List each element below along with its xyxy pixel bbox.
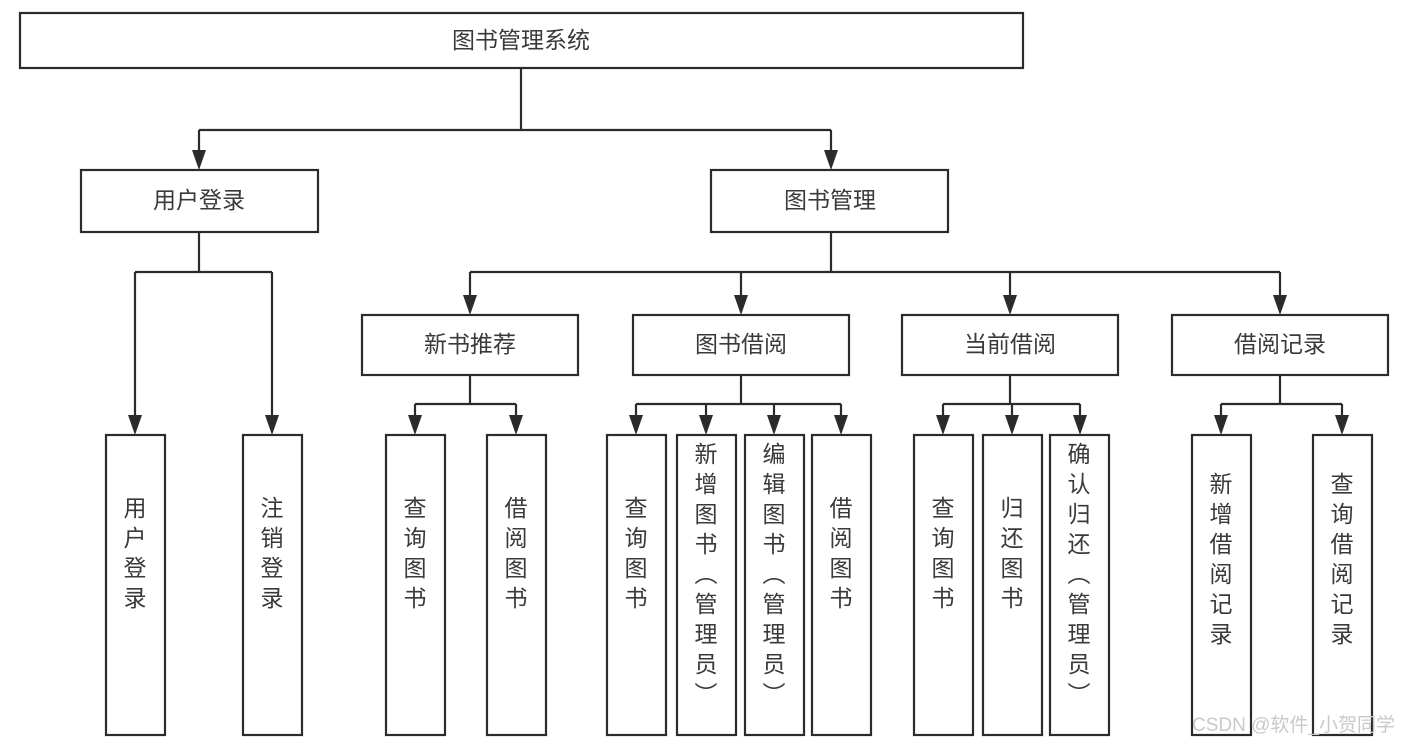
arrowhead-new-book-recommend xyxy=(463,295,477,315)
node-leaf-query-book-rec-label: 查询图书 xyxy=(404,495,427,611)
node-leaf-confirm-return-admin-box[interactable] xyxy=(1048,433,1111,737)
node-leaf-query-borrow-record[interactable]: 查询借阅记录 xyxy=(1311,433,1374,737)
node-leaf-borrow-book-rec-label: 借阅图书 xyxy=(505,495,528,611)
arrowhead-leaf-logout-login xyxy=(265,415,279,435)
node-leaf-borrow-book-box[interactable] xyxy=(810,433,873,737)
node-leaf-add-book-admin-label: 新增图书︵管理员︶ xyxy=(695,441,718,707)
node-book-borrow-box[interactable] xyxy=(631,313,851,377)
node-leaf-borrow-book-label: 借阅图书 xyxy=(830,495,853,611)
arrowhead-leaf-query-book-rec xyxy=(408,415,422,435)
node-root-box[interactable] xyxy=(18,11,1025,70)
arrowhead-current-borrow xyxy=(1003,295,1017,315)
node-leaf-return-book-box[interactable] xyxy=(981,433,1044,737)
node-leaf-logout-login[interactable]: 注销登录 xyxy=(241,433,304,737)
node-leaf-query-book-current-label: 查询图书 xyxy=(932,495,955,611)
node-current-borrow[interactable]: 当前借阅 xyxy=(900,313,1120,377)
node-leaf-add-book-admin[interactable]: 新增图书︵管理员︶ xyxy=(675,433,738,737)
node-book-borrow-label: 图书借阅 xyxy=(695,331,787,357)
arrowhead-book-borrow xyxy=(734,295,748,315)
node-book-management-label: 图书管理 xyxy=(784,187,876,213)
arrowhead-leaf-query-book-borrow xyxy=(629,415,643,435)
node-leaf-query-borrow-record-label: 查询借阅记录 xyxy=(1331,471,1354,647)
arrowhead-leaf-query-book-current xyxy=(936,415,950,435)
node-leaf-add-borrow-record-label: 新增借阅记录 xyxy=(1210,471,1233,647)
node-new-book-recommend-box[interactable] xyxy=(360,313,580,377)
node-leaf-query-book-current-box[interactable] xyxy=(912,433,975,737)
node-user-login-label: 用户登录 xyxy=(153,187,245,213)
node-borrow-record[interactable]: 借阅记录 xyxy=(1170,313,1390,377)
node-leaf-query-book-borrow-label: 查询图书 xyxy=(625,495,648,611)
node-leaf-borrow-book-rec-box[interactable] xyxy=(485,433,548,737)
arrowhead-user-login xyxy=(192,150,206,170)
arrowhead-leaf-borrow-book xyxy=(834,415,848,435)
node-borrow-record-label: 借阅记录 xyxy=(1234,331,1326,357)
arrowhead-leaf-return-book xyxy=(1005,415,1019,435)
node-leaf-add-borrow-record[interactable]: 新增借阅记录 xyxy=(1190,433,1253,737)
node-leaf-add-book-admin-box[interactable] xyxy=(675,433,738,737)
arrowhead-leaf-add-borrow-record xyxy=(1214,415,1228,435)
node-root[interactable]: 图书管理系统 xyxy=(18,11,1025,70)
node-new-book-recommend[interactable]: 新书推荐 xyxy=(360,313,580,377)
node-user-login-box[interactable] xyxy=(79,168,320,234)
node-leaf-borrow-book[interactable]: 借阅图书 xyxy=(810,433,873,737)
connector-layer xyxy=(128,68,1349,435)
node-leaf-user-login[interactable]: 用户登录 xyxy=(104,433,167,737)
node-leaf-borrow-book-rec[interactable]: 借阅图书 xyxy=(485,433,548,737)
node-leaf-user-login-label: 用户登录 xyxy=(124,495,147,611)
arrowhead-leaf-add-book-admin xyxy=(699,415,713,435)
node-leaf-query-book-borrow-box[interactable] xyxy=(605,433,668,737)
node-leaf-edit-book-admin-label: 编辑图书︵管理员︶ xyxy=(763,441,786,707)
arrowhead-leaf-edit-book-admin xyxy=(767,415,781,435)
node-leaf-user-login-box[interactable] xyxy=(104,433,167,737)
node-current-borrow-label: 当前借阅 xyxy=(964,331,1056,357)
node-leaf-query-borrow-record-box[interactable] xyxy=(1311,433,1374,737)
node-leaf-query-book-borrow[interactable]: 查询图书 xyxy=(605,433,668,737)
node-leaf-edit-book-admin-box[interactable] xyxy=(743,433,806,737)
node-book-borrow[interactable]: 图书借阅 xyxy=(631,313,851,377)
node-leaf-query-book-current[interactable]: 查询图书 xyxy=(912,433,975,737)
arrowhead-borrow-record xyxy=(1273,295,1287,315)
node-leaf-return-book[interactable]: 归还图书 xyxy=(981,433,1044,737)
node-leaf-logout-login-box[interactable] xyxy=(241,433,304,737)
node-leaf-add-borrow-record-box[interactable] xyxy=(1190,433,1253,737)
node-new-book-recommend-label: 新书推荐 xyxy=(424,331,516,357)
node-book-management-box[interactable] xyxy=(709,168,950,234)
arrowhead-book-management xyxy=(824,150,838,170)
node-leaf-edit-book-admin[interactable]: 编辑图书︵管理员︶ xyxy=(743,433,806,737)
arrowhead-leaf-confirm-return-admin xyxy=(1073,415,1087,435)
arrowhead-leaf-borrow-book-rec xyxy=(509,415,523,435)
node-leaf-query-book-rec[interactable]: 查询图书 xyxy=(384,433,447,737)
node-leaf-logout-login-label: 注销登录 xyxy=(261,495,284,611)
node-root-label: 图书管理系统 xyxy=(452,27,590,53)
node-leaf-confirm-return-admin[interactable]: 确认归还︵管理员︶ xyxy=(1048,433,1111,737)
node-leaf-confirm-return-admin-label: 确认归还︵管理员︶ xyxy=(1068,441,1091,707)
arrowhead-leaf-query-borrow-record xyxy=(1335,415,1349,435)
node-borrow-record-box[interactable] xyxy=(1170,313,1390,377)
node-leaf-return-book-label: 归还图书 xyxy=(1001,495,1024,611)
node-book-management[interactable]: 图书管理 xyxy=(709,168,950,234)
node-current-borrow-box[interactable] xyxy=(900,313,1120,377)
node-leaf-query-book-rec-box[interactable] xyxy=(384,433,447,737)
arrowhead-leaf-user-login xyxy=(128,415,142,435)
csdn-watermark: CSDN @软件_小贺同学 xyxy=(1192,714,1395,736)
node-user-login[interactable]: 用户登录 xyxy=(79,168,320,234)
